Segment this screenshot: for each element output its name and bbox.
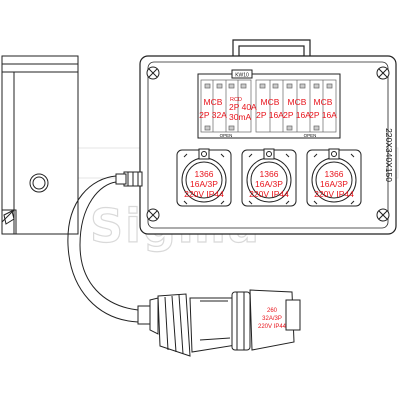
breaker-3-type: MCB [261,97,280,107]
socket-3-code: 1366 [325,169,344,179]
plug-body [189,297,237,353]
socket-2-code: 1366 [260,169,279,179]
plug-head [249,289,295,351]
breaker-1-type: MCB [204,97,223,107]
open-label-right: OPEN [304,133,317,138]
breaker-4-type: MCB [288,97,307,107]
breaker-columns [200,79,337,133]
screw-icon [376,66,390,80]
socket-1-spec: 220V IP44 [184,189,224,199]
corner-screws [146,66,390,222]
socket-2-rating: 16A/3P [255,179,283,189]
breaker-4-rating: 2P 16A [283,110,311,120]
plug-assembly [137,289,301,357]
power-cable [67,175,139,323]
plug-strain-relief [137,305,151,325]
socket-3-rating: 16A/3P [320,179,348,189]
enclosure-side-view [1,55,79,235]
dimension-label: 220X340X150 [384,128,394,182]
breaker-5-type: MCB [314,97,333,107]
breaker-1-rating: 2P 32A [199,110,227,120]
plug-rating: 32A/3P [262,316,282,322]
socket-3-spec: 220V IP44 [314,189,354,199]
socket-1-code: 1366 [195,169,214,179]
screw-icon [146,208,160,222]
side-body [1,55,79,235]
breaker-2-sensitivity: 30mA [229,112,252,122]
plug-spec: 220V IP44 [258,324,287,330]
socket-1-rating: 16A/3P [190,179,218,189]
socket-2 [241,148,297,207]
screw-icon [376,208,390,222]
breaker-2-type: RCD [230,97,242,103]
plug-collar [231,291,251,351]
socket-2-spec: 220V IP44 [249,189,289,199]
breaker-labels: MCB 2P 32A RCD 2P 40A 30mA MCB 2P 16A MC… [199,97,337,122]
side-gland [29,173,49,193]
breaker-2-rating: 2P 40A [229,102,257,112]
screw-icon [146,66,160,80]
enclosure-handle [232,39,311,56]
cable-gland [115,171,143,187]
socket-1 [176,148,232,207]
breaker-window-label: KW10 [235,73,249,79]
socket-3 [306,148,362,207]
plug-code: 260 [267,308,278,314]
breaker-5-rating: 2P 16A [309,110,337,120]
breaker-3-rating: 2P 16A [256,110,284,120]
open-label-left: OPEN [220,133,233,138]
